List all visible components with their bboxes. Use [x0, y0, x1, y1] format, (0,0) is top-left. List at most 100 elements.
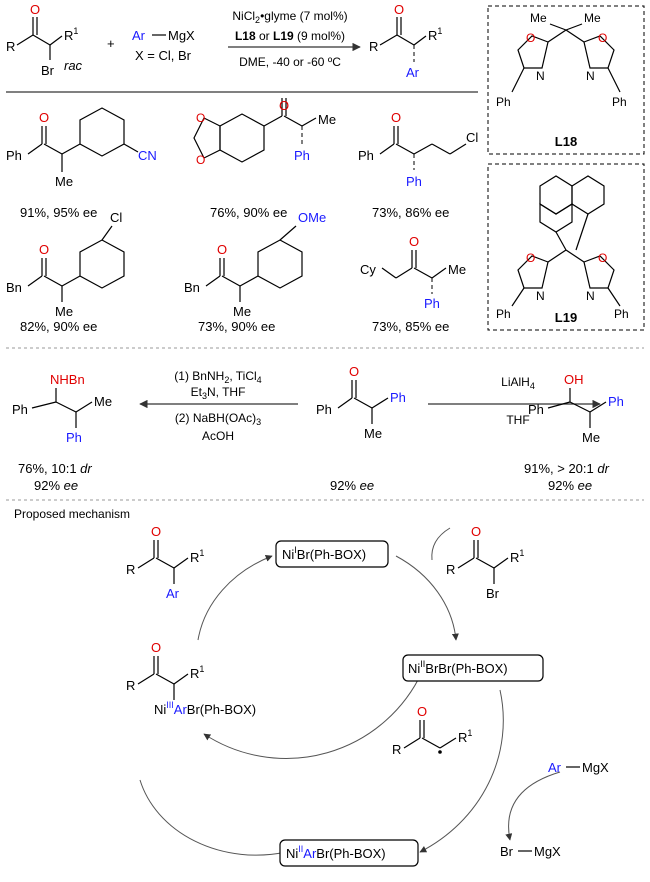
svg-text:Ph: Ph	[390, 390, 406, 405]
example-3-yield: 73%, 86% ee	[372, 205, 449, 220]
svg-text:Bn: Bn	[6, 280, 22, 295]
svg-text:O: O	[151, 524, 161, 539]
svg-text:Ph: Ph	[424, 296, 440, 311]
reactant-r: R	[6, 39, 15, 54]
example-2-yield: 76%, 90% ee	[210, 205, 287, 220]
grignard-x: X = Cl, Br	[135, 48, 192, 63]
example-1-yield: 91%, 95% ee	[20, 205, 97, 220]
mech-substrate: R O R1 Br	[446, 524, 524, 601]
amine-result-1: 76%, 10:1 dr	[18, 461, 92, 476]
svg-text:O: O	[39, 242, 49, 257]
example-3: Ph O Ph Cl 73%, 86% ee	[358, 110, 478, 220]
deriv-right-conditions: LiAlH4 THF	[428, 375, 601, 427]
svg-text:Ph: Ph	[608, 394, 624, 409]
svg-text:CN: CN	[138, 148, 157, 163]
svg-text:Ar: Ar	[548, 760, 562, 775]
product-ar: Ar	[406, 65, 420, 80]
svg-text:Ph: Ph	[614, 307, 629, 321]
ligand-l18-box	[487, 5, 645, 155]
svg-text:Ph: Ph	[496, 307, 511, 321]
svg-text:O: O	[349, 364, 359, 379]
example-5: Bn O Me OMe 73%, 90% ee	[184, 210, 326, 334]
ni1-box	[275, 540, 389, 568]
svg-text:R: R	[126, 562, 135, 577]
svg-text:Ph: Ph	[6, 148, 22, 163]
ligand-l18: Me Me O N O N Ph Ph L18	[496, 11, 627, 149]
svg-text:Cl: Cl	[110, 210, 122, 225]
svg-text:Br: Br	[500, 844, 514, 859]
svg-text:N: N	[536, 69, 545, 83]
svg-text:Me: Me	[55, 304, 73, 319]
svg-text:O: O	[409, 234, 419, 249]
plus-sign: +	[107, 36, 115, 51]
ligand-text: L18 or L19 (9 mol%)	[235, 29, 345, 43]
example-6-yield: 73%, 85% ee	[372, 319, 449, 334]
svg-text:R: R	[126, 678, 135, 693]
svg-text:O: O	[471, 524, 481, 539]
svg-text:R1: R1	[190, 548, 204, 565]
svg-text:O: O	[151, 640, 161, 655]
svg-text:Br: Br	[486, 586, 500, 601]
svg-text:R: R	[392, 742, 401, 757]
svg-text:Me: Me	[448, 262, 466, 277]
center-result: 92% ee	[330, 478, 374, 493]
svg-text:Bn: Bn	[184, 280, 200, 295]
left-cond-3: (2) NaBH(OAc)3	[175, 411, 261, 427]
oh-label: OH	[564, 372, 584, 387]
reactant-br: Br	[41, 63, 55, 78]
product-ketone: R O R1 Ar	[369, 2, 442, 80]
svg-text:Cy: Cy	[360, 262, 376, 277]
left-cond-1: (1) BnNH2, TiCl4	[174, 369, 261, 385]
svg-text:Ph: Ph	[358, 148, 374, 163]
ligand-l19-box	[487, 163, 645, 331]
product-oxygen: O	[394, 2, 404, 17]
ni2ar-box	[279, 839, 419, 867]
svg-text:Ph: Ph	[528, 402, 544, 417]
deriv-amine: NHBn Ph Me Ph 76%, 10:1 dr 92% ee	[12, 372, 112, 493]
example-5-yield: 73%, 90% ee	[198, 319, 275, 334]
mechanism-title: Proposed mechanism	[14, 507, 130, 521]
svg-text:Me: Me	[233, 304, 251, 319]
example-4-yield: 82%, 90% ee	[20, 319, 97, 334]
grignard-mgx: MgX	[168, 28, 195, 43]
svg-text:Me: Me	[55, 174, 73, 189]
ni2ar-label: NiIIArBr(Ph-BOX)	[286, 844, 386, 861]
svg-text:O: O	[39, 110, 49, 125]
svg-text:Me: Me	[584, 11, 601, 25]
svg-text:O: O	[598, 31, 607, 45]
svg-text:O: O	[526, 251, 535, 265]
svg-text:Ph: Ph	[66, 430, 82, 445]
svg-text:O: O	[526, 31, 535, 45]
svg-text:Me: Me	[582, 430, 600, 445]
ni3-label: NiIIIArBr(Ph-BOX)	[154, 700, 256, 717]
svg-text:O: O	[417, 704, 427, 719]
svg-text:R1: R1	[190, 664, 204, 681]
amine-result-2: 92% ee	[34, 478, 78, 493]
reactant-r1: R1	[64, 26, 78, 43]
ni2-label: NiIIBrBr(Ph-BOX)	[408, 659, 508, 676]
example-6: Cy O Me Ph 73%, 85% ee	[360, 234, 466, 334]
svg-text:Ph: Ph	[406, 174, 422, 189]
mech-ni3-complex: R O R1 NiIIIArBr(Ph-BOX)	[126, 640, 256, 717]
grignard-reagent: Ar MgX X = Cl, Br	[132, 28, 195, 63]
mech-radical: R O R1	[392, 704, 472, 757]
product-r: R	[369, 39, 378, 54]
deriv-left-conditions: (1) BnNH2, TiCl4 Et3N, THF (2) NaBH(OAc)…	[139, 369, 298, 443]
ligand-l18-label: L18	[555, 134, 577, 149]
right-cond-2: THF	[506, 413, 529, 427]
deriv-alcohol: OH Ph Ph Me 91%, > 20:1 dr 92% ee	[524, 372, 624, 493]
svg-text:Cl: Cl	[466, 130, 478, 145]
svg-text:Me: Me	[364, 426, 382, 441]
svg-text:O: O	[598, 251, 607, 265]
oxygen-label: O	[30, 2, 40, 17]
svg-text:Me: Me	[94, 394, 112, 409]
mech-product: R O R1 Ar	[126, 524, 204, 601]
svg-text:MgX: MgX	[582, 760, 609, 775]
left-cond-4: AcOH	[202, 429, 234, 443]
svg-text:Ph: Ph	[294, 148, 310, 163]
svg-text:Ar: Ar	[166, 586, 180, 601]
svg-text:O: O	[279, 98, 289, 113]
svg-text:R: R	[446, 562, 455, 577]
svg-text:R1: R1	[458, 728, 472, 745]
